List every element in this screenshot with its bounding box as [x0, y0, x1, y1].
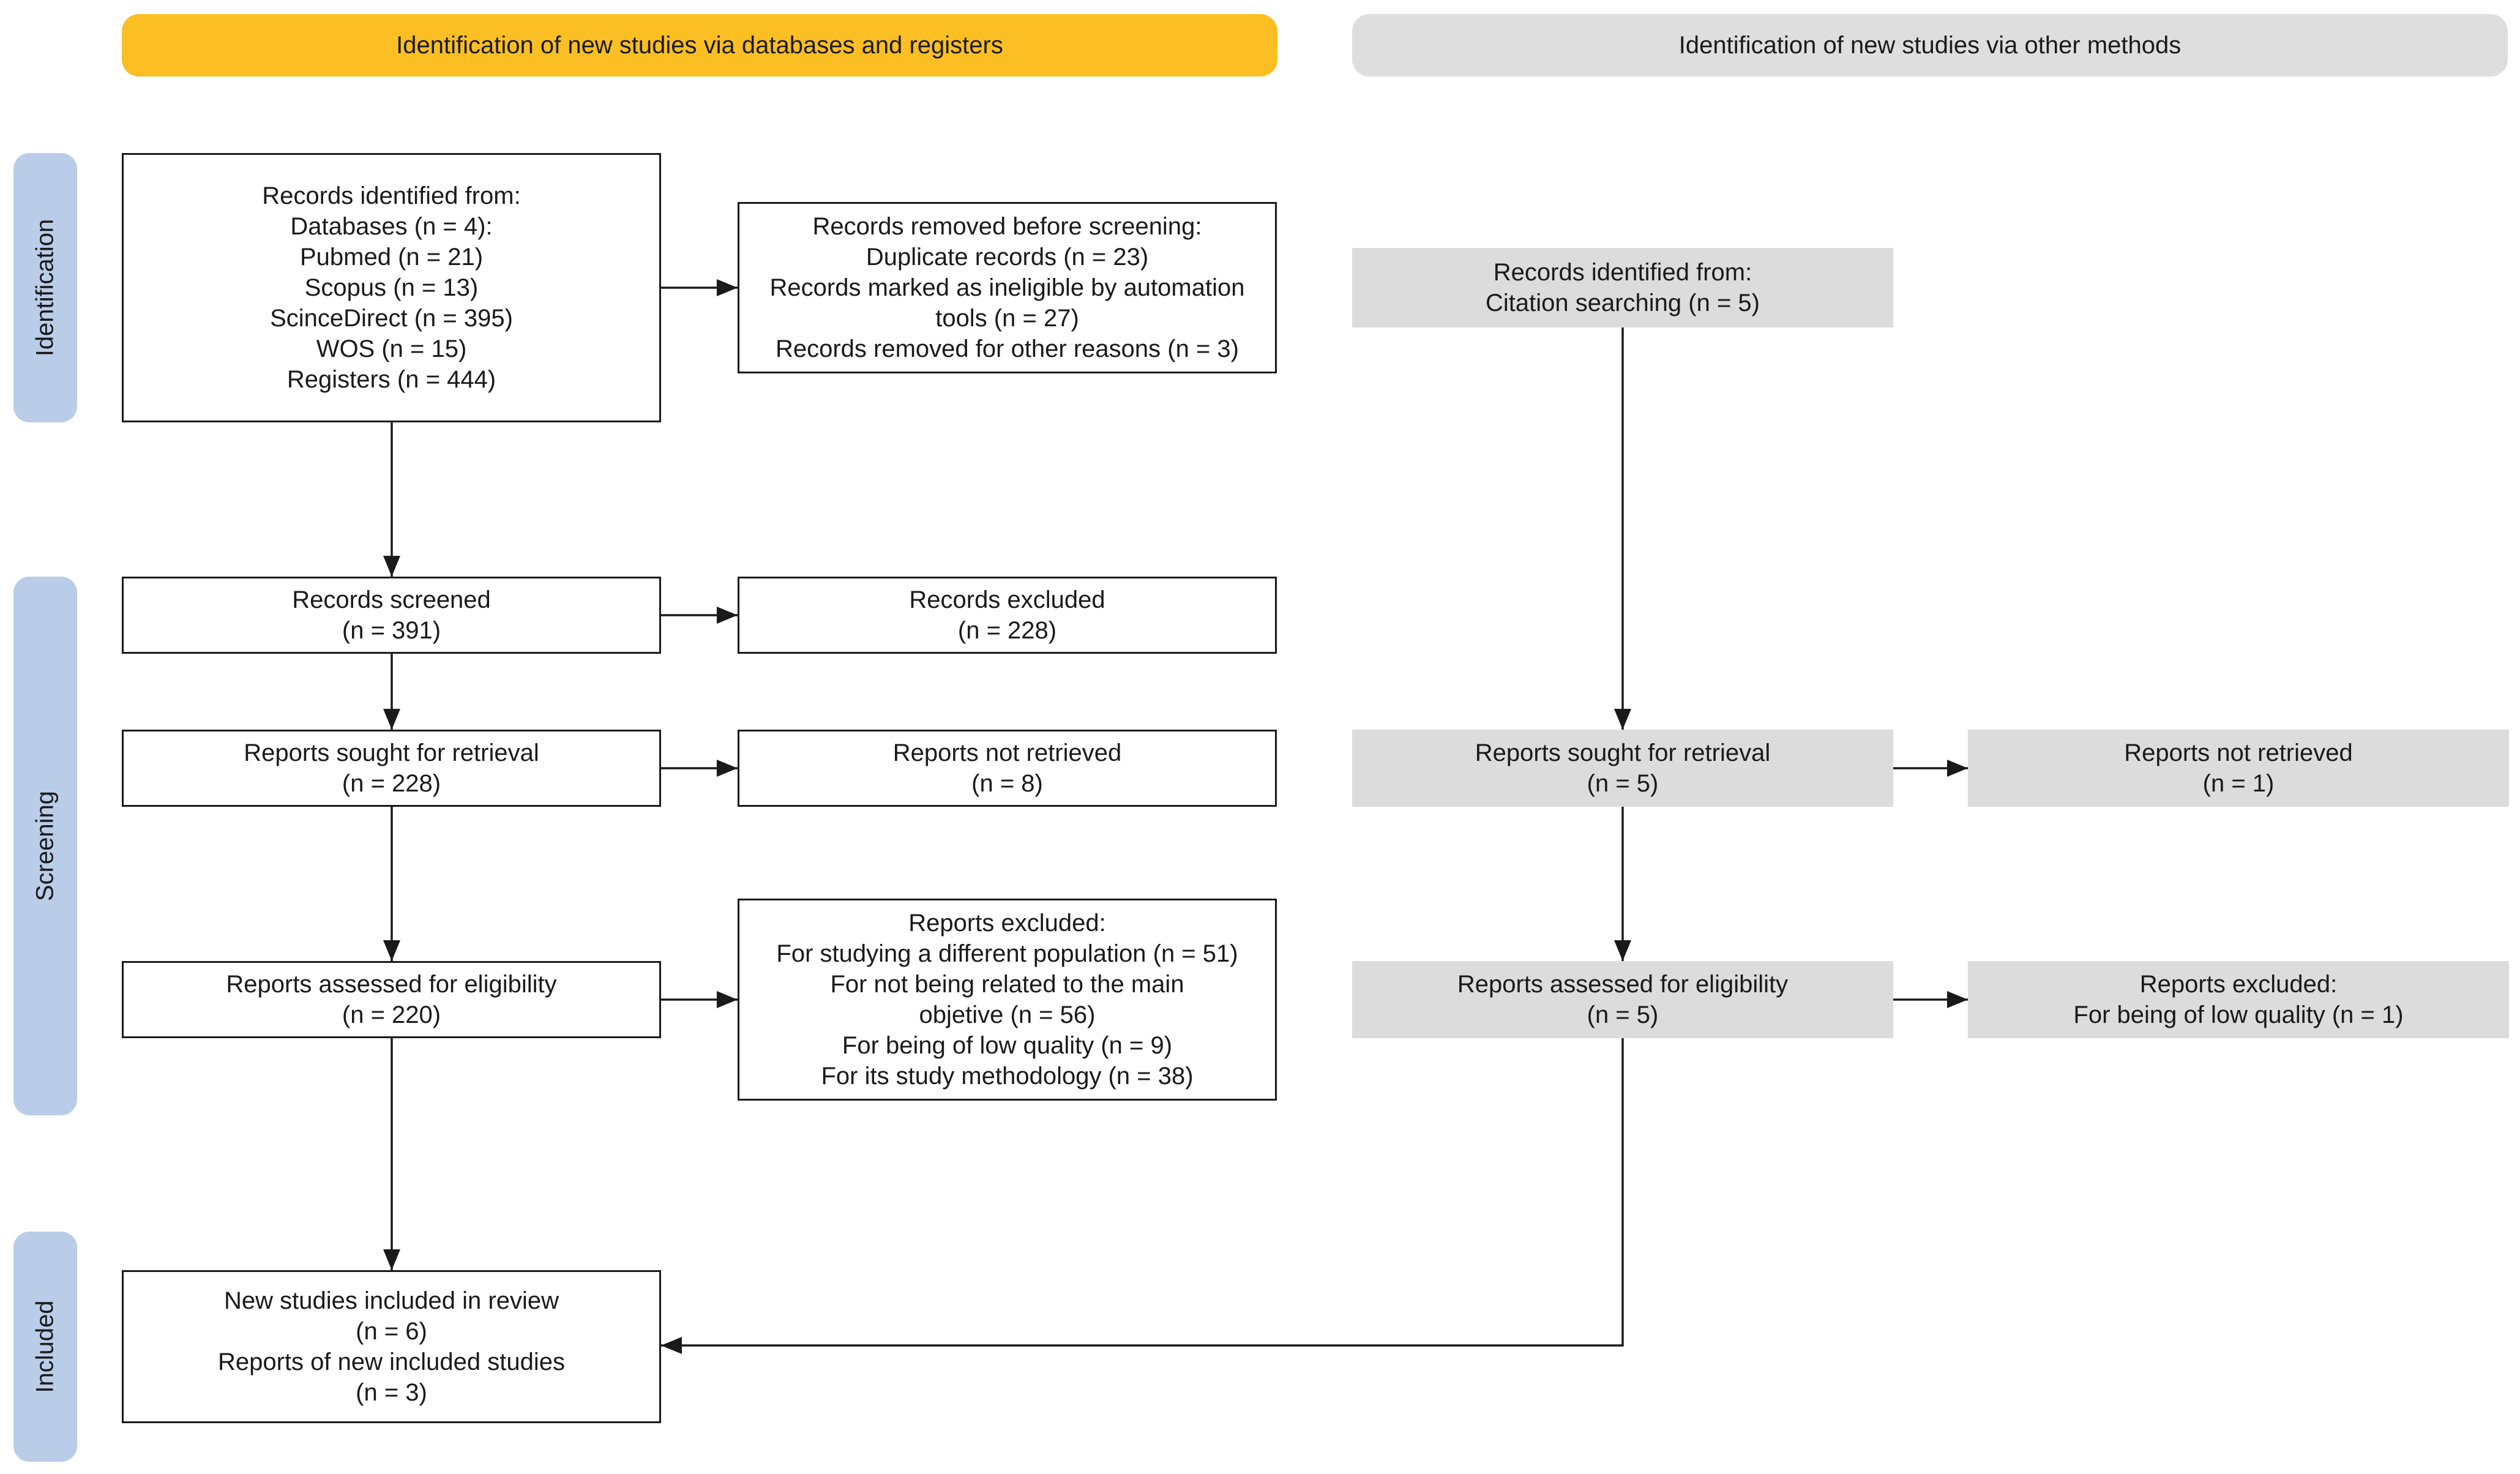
other-reports-not-retrieved-box: Reports not retrieved (n = 1): [1968, 730, 2509, 807]
records-removed-line-4: tools (n = 27): [935, 305, 1079, 332]
reports-not-retrieved-box: Reports not retrieved (n = 8): [738, 730, 1277, 807]
phase-included: Included: [13, 1232, 77, 1462]
records-screened-line-2: (n = 391): [342, 617, 441, 644]
other-reports-excluded-line-1: Reports excluded:: [2139, 971, 2338, 998]
other-reports-excluded-box: Reports excluded: For being of low qualit…: [1968, 961, 2509, 1038]
reports-excluded-line-5: For being of low quality (n = 9): [842, 1032, 1173, 1059]
records-identified-line-4: Scopus (n = 13): [304, 274, 479, 301]
records-removed-line-2: Duplicate records (n = 23): [866, 244, 1149, 271]
other-reports-sought-box: Reports sought for retrieval (n = 5): [1352, 730, 1893, 807]
records-removed-line-5: Records removed for other reasons (n = 3…: [775, 335, 1239, 362]
reports-sought-line-2: (n = 228): [342, 770, 441, 797]
other-records-identified-line-1: Records identified from:: [1493, 259, 1752, 286]
records-excluded-line-1: Records excluded: [909, 586, 1105, 613]
records-identified-box: Records identified from: Databases (n = 4…: [122, 153, 661, 422]
reports-not-retrieved-line-1: Reports not retrieved: [892, 739, 1122, 766]
studies-included-line-4: (n = 3): [356, 1379, 427, 1406]
other-reports-sought-line-1: Reports sought for retrieval: [1475, 739, 1771, 766]
other-records-identified-box: Records identified from: Citation searchi…: [1352, 248, 1893, 327]
reports-excluded-line-4: objetive (n = 56): [919, 1001, 1096, 1028]
records-identified-line-6: WOS (n = 15): [316, 335, 467, 362]
other-methods-header-label: Identification of new studies via other …: [1678, 31, 2182, 59]
studies-included-line-1: New studies included in review: [224, 1287, 559, 1314]
reports-excluded-line-2: For studying a different population (n =…: [776, 940, 1238, 967]
databases-header-label: Identification of new studies via databa…: [396, 31, 1003, 59]
records-identified-line-7: Registers (n = 444): [286, 366, 496, 393]
other-reports-not-retrieved-line-1: Reports not retrieved: [2124, 739, 2353, 766]
records-removed-line-3: Records marked as ineligible by automati…: [769, 274, 1245, 301]
records-excluded-box: Records excluded (n = 228): [738, 577, 1277, 654]
studies-included-line-3: Reports of new included studies: [218, 1349, 565, 1375]
phase-identification: Identification: [13, 153, 77, 422]
reports-excluded-box: Reports excluded: For studying a differen…: [738, 899, 1277, 1101]
other-methods-header: Identification of new studies via other …: [1352, 14, 2508, 77]
other-reports-assessed-line-2: (n = 5): [1587, 1001, 1659, 1028]
other-reports-excluded-line-2: For being of low quality (n = 1): [2073, 1001, 2404, 1028]
other-reports-not-retrieved-line-2: (n = 1): [2202, 770, 2275, 797]
other-records-identified-line-2: Citation searching (n = 5): [1485, 290, 1760, 316]
reports-excluded-line-1: Reports excluded:: [908, 910, 1106, 937]
reports-sought-line-1: Reports sought for retrieval: [244, 739, 539, 766]
records-identified-line-3: Pubmed (n = 21): [299, 244, 484, 271]
reports-assessed-box: Reports assessed for eligibility (n = 220…: [122, 961, 661, 1038]
studies-included-line-2: (n = 6): [356, 1318, 427, 1345]
reports-not-retrieved-line-2: (n = 8): [971, 770, 1043, 797]
other-reports-assessed-box: Reports assessed for eligibility (n = 5): [1352, 961, 1893, 1038]
databases-header: Identification of new studies via databa…: [122, 14, 1277, 77]
records-identified-line-2: Databases (n = 4):: [290, 213, 493, 240]
reports-assessed-line-1: Reports assessed for eligibility: [226, 971, 557, 998]
reports-excluded-line-6: For its study methodology (n = 38): [821, 1063, 1194, 1090]
phase-screening: Screening: [13, 577, 77, 1115]
reports-sought-box: Reports sought for retrieval (n = 228): [122, 730, 661, 807]
records-screened-line-1: Records screened: [292, 586, 491, 613]
other-reports-sought-line-2: (n = 5): [1587, 770, 1659, 797]
records-removed-line-1: Records removed before screening:: [812, 213, 1202, 240]
reports-assessed-line-2: (n = 220): [342, 1001, 441, 1028]
other-reports-assessed-line-1: Reports assessed for eligibility: [1457, 971, 1789, 998]
arrow-other-assessed-to-included: [661, 1038, 1624, 1354]
records-excluded-line-2: (n = 228): [957, 617, 1057, 644]
records-identified-line-1: Records identified from:: [262, 182, 521, 209]
records-removed-box: Records removed before screening: Duplica…: [738, 202, 1277, 373]
records-screened-box: Records screened (n = 391): [122, 577, 661, 654]
studies-included-box: New studies included in review (n = 6) Rep…: [122, 1270, 661, 1423]
reports-excluded-line-3: For not being related to the main: [830, 971, 1184, 998]
records-identified-line-5: ScinceDirect (n = 395): [270, 305, 513, 332]
